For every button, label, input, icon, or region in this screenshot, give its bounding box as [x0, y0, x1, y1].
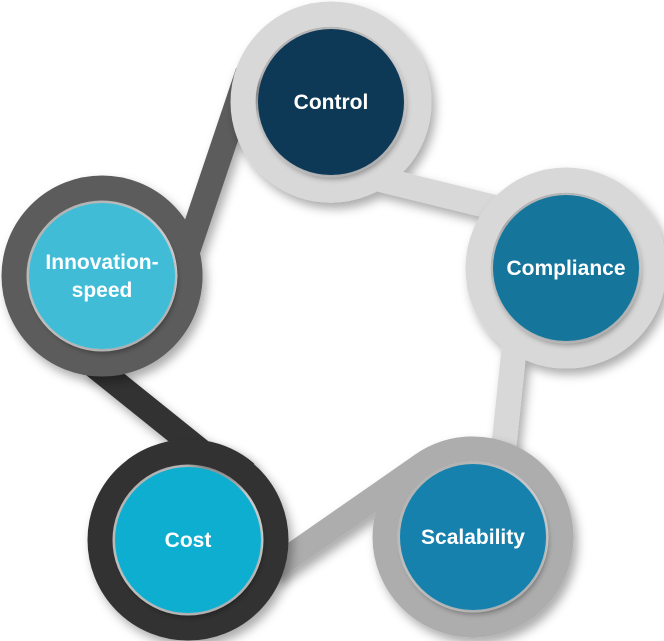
scalability-label: Scalability	[421, 526, 525, 549]
node-control-swoosh	[230, 1, 504, 222]
innovation-speed-ring	[1, 175, 203, 377]
compliance-ring	[465, 167, 664, 369]
scalability-ring	[372, 436, 574, 638]
cost-circle	[115, 467, 261, 613]
compliance-circle	[493, 195, 639, 341]
innovation-speed-label-line1: Innovation-	[45, 251, 158, 274]
control-ring	[230, 1, 432, 203]
cost-label: Cost	[165, 529, 212, 552]
innovation-speed-label-line2: speed	[72, 279, 133, 302]
node-cost-swoosh	[87, 439, 289, 641]
cost-ring	[87, 439, 289, 641]
control-label: Control	[294, 91, 369, 114]
node-scalability-swoosh	[263, 436, 574, 638]
compliance-label: Compliance	[506, 257, 625, 280]
node-innovation-speed-swoosh	[1, 68, 260, 377]
control-circle	[258, 29, 404, 175]
innovation-speed-circle	[29, 203, 175, 349]
node-compliance-swoosh	[465, 167, 664, 456]
scalability-circle	[400, 464, 546, 610]
